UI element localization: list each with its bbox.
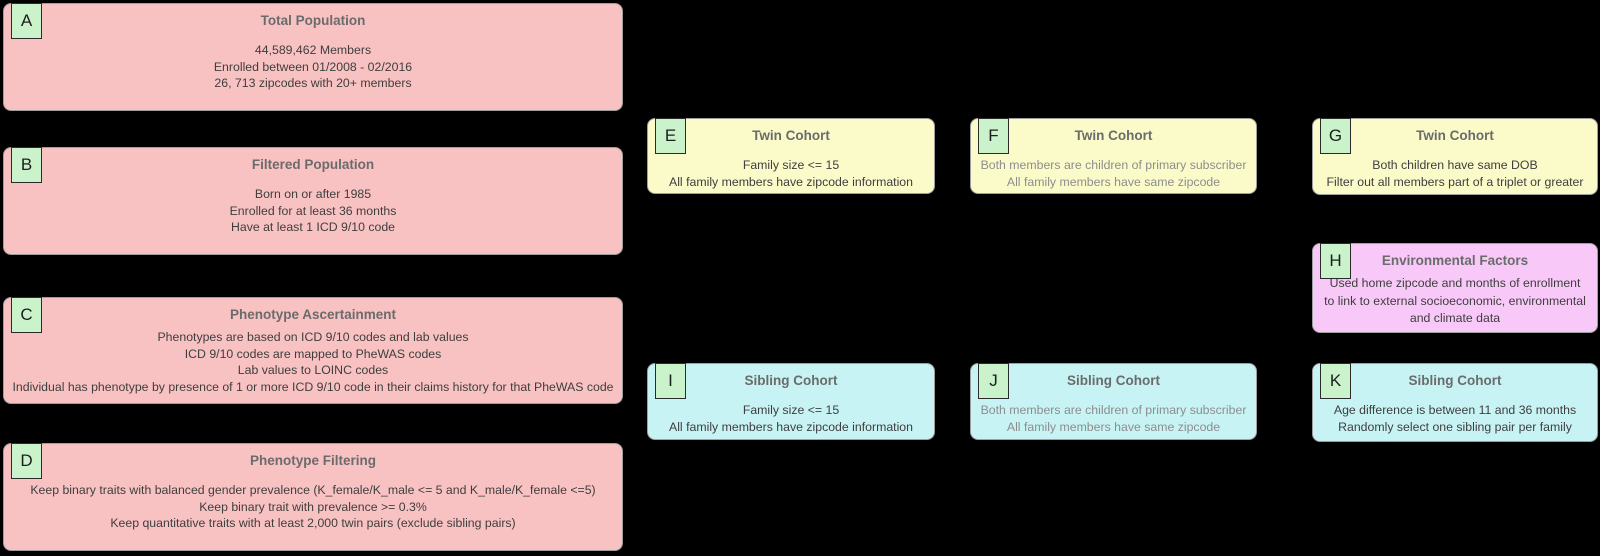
node-body-line: 44,589,462 Members <box>254 43 372 57</box>
node-body-line: Family size <= 15 <box>742 158 840 172</box>
node-badge-b: B <box>11 147 42 183</box>
node-body-line: Both children have same DOB <box>1372 158 1538 172</box>
node-body-line: Enrolled between 01/2008 - 02/2016 <box>213 59 413 74</box>
node-body: Both members are children of primary sub… <box>971 157 1256 190</box>
node-body-line: Have at least 1 ICD 9/10 code <box>230 220 396 234</box>
node-body-line: Used home zipcode and months of enrollme… <box>1324 276 1586 325</box>
node-body-line: All family members have zipcode informat… <box>669 419 913 434</box>
node-badge-c: C <box>11 297 42 333</box>
node-title: Sibling Cohort <box>1408 373 1502 388</box>
node-body-line: Both members are children of primary sub… <box>980 403 1247 417</box>
node-k-sibling-cohort: K Sibling Cohort Age difference is betwe… <box>1312 363 1598 442</box>
node-badge-a: A <box>11 3 42 39</box>
node-body-line: Keep quantitative traits with at least 2… <box>110 516 516 530</box>
node-g-twin-cohort: G Twin Cohort Both children have same DO… <box>1312 118 1598 195</box>
node-body-line: Age difference is between 11 and 36 mont… <box>1333 403 1577 417</box>
node-title: Phenotype Ascertainment <box>229 307 397 322</box>
node-body-line: Filter out all members part of a triplet… <box>1326 174 1584 189</box>
node-h-environmental-factors: H Environmental Factors Used home zipcod… <box>1312 243 1598 333</box>
node-i-sibling-cohort: I Sibling Cohort Family size <= 15 All f… <box>647 363 935 440</box>
node-body: Age difference is between 11 and 36 mont… <box>1313 402 1597 435</box>
node-body: Used home zipcode and months of enrollme… <box>1313 275 1597 328</box>
node-body: 44,589,462 Members Enrolled between 01/2… <box>4 42 622 92</box>
node-body-line: Individual has phenotype by presence of … <box>12 379 614 394</box>
node-title: Twin Cohort <box>752 128 830 143</box>
node-a-total-population: A Total Population 44,589,462 Members En… <box>3 3 623 111</box>
node-body-line: All family members have zipcode informat… <box>669 174 913 189</box>
node-body: Phenotypes are based on ICD 9/10 codes a… <box>4 329 622 395</box>
node-title: Twin Cohort <box>1074 128 1153 143</box>
node-body: Born on or after 1985 Enrolled for at le… <box>4 186 622 236</box>
node-title: Phenotype Filtering <box>249 453 376 468</box>
node-body-line: Keep binary trait with prevalence >= 0.3… <box>199 499 427 514</box>
node-body-line: Lab values to LOINC codes <box>237 363 389 377</box>
node-body-line: 26, 713 zipcodes with 20+ members <box>214 76 412 90</box>
node-body-line: Phenotypes are based on ICD 9/10 codes a… <box>157 330 469 344</box>
node-body-line: All family members have same zipcode <box>1006 174 1221 189</box>
node-body-line: Family size <= 15 <box>742 403 840 417</box>
node-body: Both members are children of primary sub… <box>971 402 1256 435</box>
node-body-line: Both members are children of primary sub… <box>980 158 1247 172</box>
node-body: Both children have same DOB Filter out a… <box>1313 157 1597 190</box>
node-body: Family size <= 15 All family members hav… <box>648 402 934 435</box>
node-badge-h: H <box>1320 243 1351 279</box>
node-badge-g: G <box>1320 118 1351 154</box>
node-body-line: Keep binary traits with balanced gender … <box>30 483 596 497</box>
node-c-phenotype-ascertainment: C Phenotype Ascertainment Phenotypes are… <box>3 297 623 404</box>
node-title: Twin Cohort <box>1416 128 1494 143</box>
node-badge-f: F <box>978 118 1009 154</box>
node-body-line: Randomly select one sibling pair per fam… <box>1338 419 1572 434</box>
node-b-filtered-population: B Filtered Population Born on or after 1… <box>3 147 623 255</box>
node-badge-e: E <box>655 118 686 154</box>
node-title: Total Population <box>260 13 366 28</box>
node-badge-i: I <box>655 363 686 399</box>
node-title: Filtered Population <box>251 157 375 172</box>
node-title: Sibling Cohort <box>744 373 838 388</box>
node-body-line: Born on or after 1985 <box>254 187 372 201</box>
node-body-line: All family members have same zipcode <box>1006 419 1221 434</box>
node-title: Environmental Factors <box>1381 253 1529 268</box>
node-body: Family size <= 15 All family members hav… <box>648 157 934 190</box>
node-title: Sibling Cohort <box>1067 373 1160 388</box>
node-badge-d: D <box>11 443 42 479</box>
node-body: Keep binary traits with balanced gender … <box>4 482 622 532</box>
node-badge-j: J <box>978 363 1009 399</box>
node-f-twin-cohort: F Twin Cohort Both members are children … <box>970 118 1257 194</box>
node-body-line: Enrolled for at least 36 months <box>229 203 397 218</box>
node-e-twin-cohort: E Twin Cohort Family size <= 15 All fami… <box>647 118 935 194</box>
node-j-sibling-cohort: J Sibling Cohort Both members are childr… <box>970 363 1257 440</box>
node-d-phenotype-filtering: D Phenotype Filtering Keep binary traits… <box>3 443 623 551</box>
node-body-line: ICD 9/10 codes are mapped to PheWAS code… <box>184 346 442 361</box>
node-badge-k: K <box>1320 363 1351 399</box>
